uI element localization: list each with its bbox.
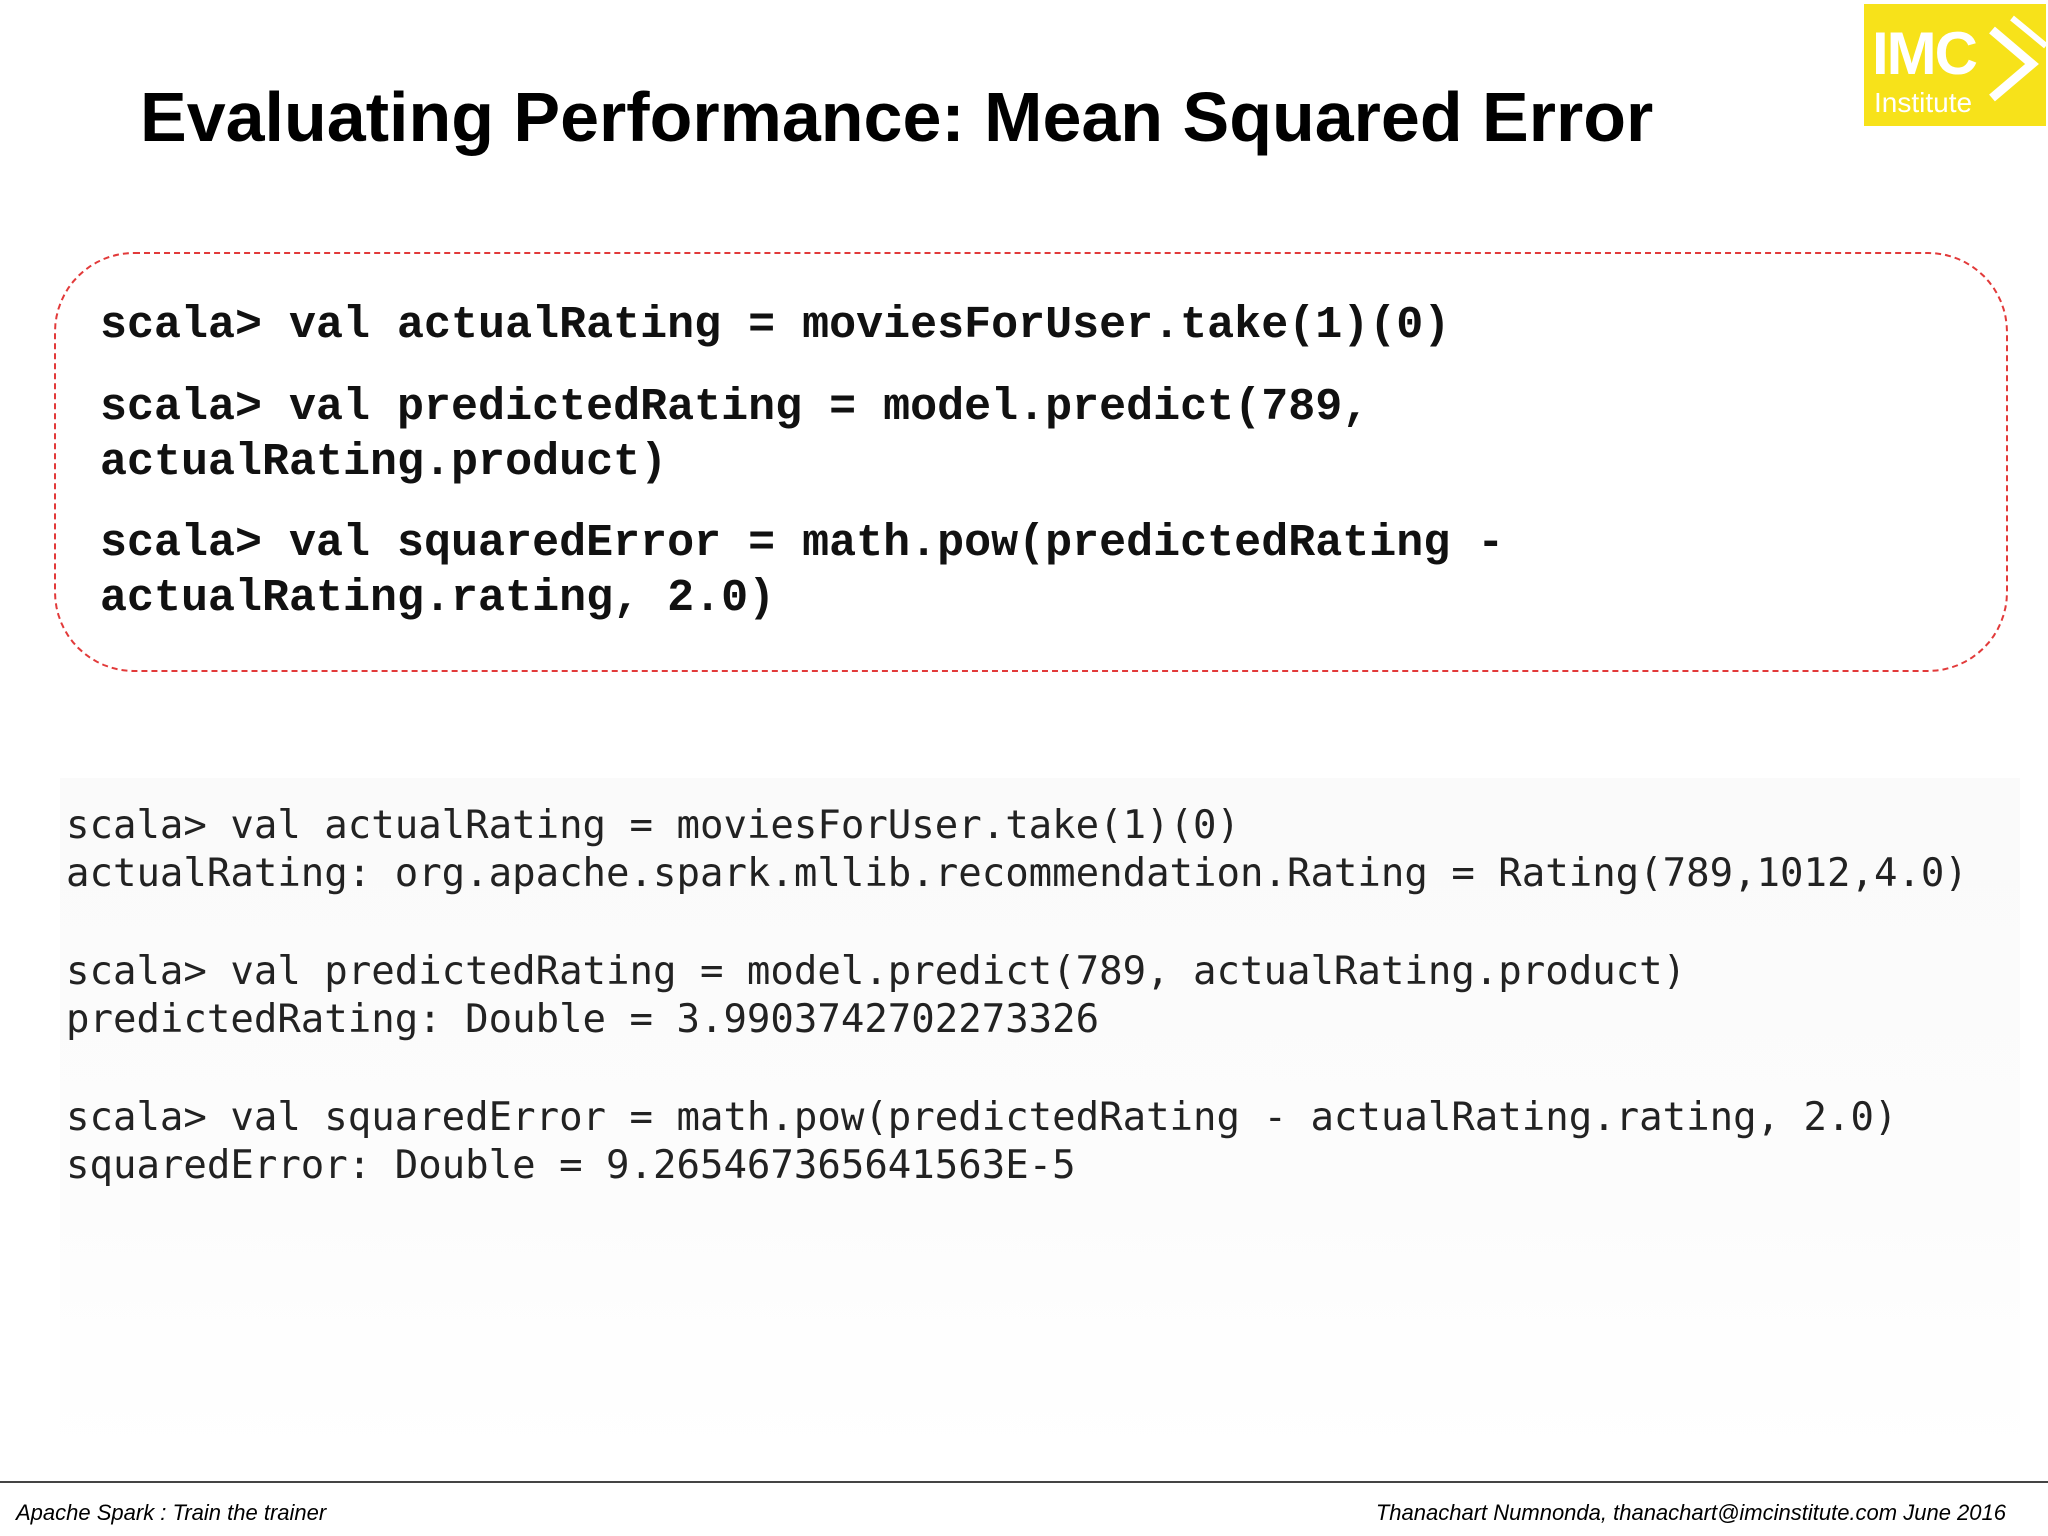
terminal-line: predictedRating: Double = 3.990374270227… (66, 997, 1100, 1042)
slide-title: Evaluating Performance: Mean Squared Err… (140, 78, 1654, 156)
footer-author-info: Thanachart Numnonda, thanachart@imcinsti… (1375, 1500, 2006, 1525)
imc-institute-logo: IMC Institute (1864, 4, 2046, 126)
code-line-actual-rating: scala> val actualRating = moviesForUser.… (100, 300, 1451, 351)
terminal-line: scala> val predictedRating = model.predi… (66, 949, 1687, 994)
logo-text-main: IMC (1872, 20, 1978, 87)
logo-chevron-icon (1989, 15, 2046, 102)
code-line-predicted-rating: scala> val predictedRating = model.predi… (100, 382, 1370, 488)
terminal-line: scala> val actualRating = moviesForUser.… (66, 803, 1240, 848)
code-callout-box: scala> val actualRating = moviesForUser.… (54, 252, 2008, 672)
terminal-line: squaredError: Double = 9.265467365641563… (66, 1143, 1076, 1188)
footer-course-title: Apache Spark : Train the trainer (16, 1500, 327, 1525)
terminal-line: scala> val squaredError = math.pow(predi… (66, 1095, 1898, 1140)
terminal-output-screenshot: scala> val actualRating = moviesForUser.… (60, 778, 2020, 1458)
terminal-line: actualRating: org.apache.spark.mllib.rec… (66, 851, 1968, 896)
logo-text-sub: Institute (1874, 87, 1973, 118)
code-line-squared-error: scala> val squaredError = math.pow(predi… (100, 518, 1505, 624)
footer-divider (0, 1481, 2048, 1483)
